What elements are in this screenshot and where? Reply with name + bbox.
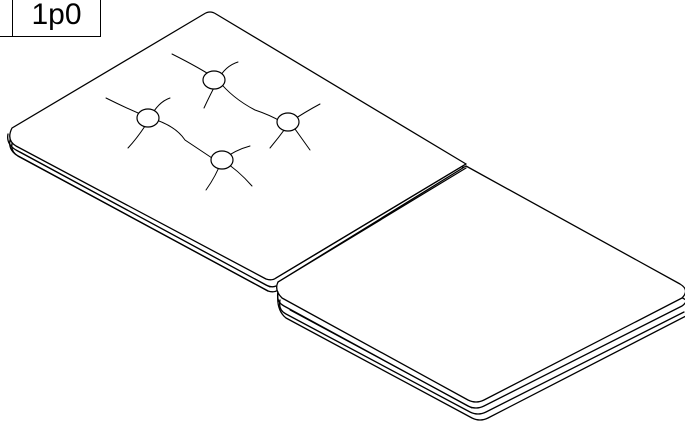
right-panel-side-edge: [276, 291, 685, 409]
part-label-box: 1p0: [0, 0, 101, 37]
tuft-button-4: [210, 150, 234, 170]
fold-line-lower: [277, 167, 467, 283]
part-label-left-cell: [0, 0, 12, 36]
right-panel-seam-line-inner: [289, 309, 473, 409]
left-panel-seam-line: [9, 139, 269, 292]
left-panel-seam-line-inner: [19, 151, 271, 288]
tuft-button-1: [202, 70, 226, 90]
right-panel-seam-line: [278, 299, 685, 415]
part-label-code: 1p0: [12, 0, 100, 36]
tuft-button-3: [276, 112, 300, 132]
fold-line: [275, 163, 467, 279]
tuft-button-2: [136, 108, 160, 128]
